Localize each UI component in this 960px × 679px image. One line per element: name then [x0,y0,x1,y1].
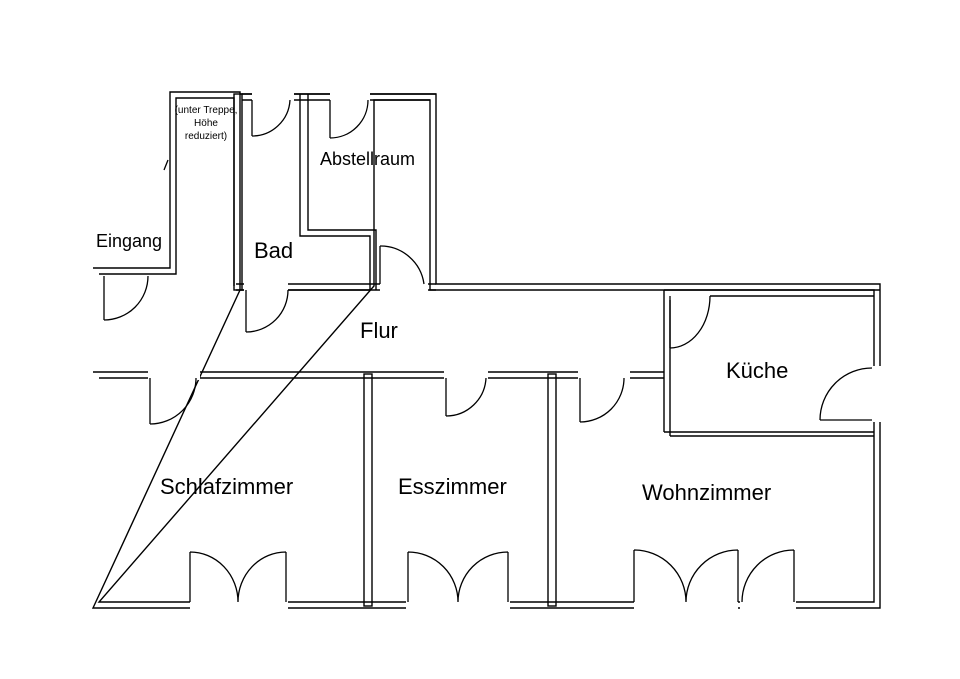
door-bad [245,289,289,333]
label-note: (unter Treppe, Höhe reduziert) [174,105,238,142]
door-esszimmer [445,377,487,417]
door-gaps [94,92,882,610]
door-swings [103,99,873,603]
door-under-stair [251,99,291,137]
label-esszimmer: Esszimmer [398,474,507,499]
label-wohnzimmer: Wohnzimmer [642,480,772,505]
door-kueche-side [819,367,873,421]
double-door-wohnzimmer [633,549,739,603]
door-abstellraum [379,245,425,285]
door-wohnzimmer [579,377,625,423]
label-abstellraum: Abstellraum [320,149,416,169]
double-door-schlafzimmer [189,551,287,603]
door-wohnzimmer-terrace [741,549,795,603]
label-kueche: Küche [726,358,789,383]
label-flur: Flur [360,318,398,343]
door-abstell-top [329,99,369,139]
double-door-esszimmer [407,551,509,603]
door-kueche [669,295,711,349]
outer-walls [91,91,881,609]
label-bad: Bad [254,238,294,263]
door-entrance [103,275,149,321]
label-schlafzimmer: Schlafzimmer [160,474,294,499]
label-eingang: Eingang [96,231,163,251]
room-dividers [363,373,557,607]
stair-marker [163,159,169,171]
door-schlafzimmer [149,377,197,425]
